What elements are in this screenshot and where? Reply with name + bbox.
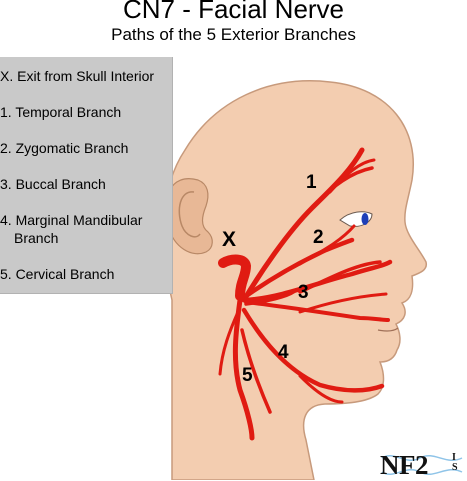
eye-iris xyxy=(361,213,369,225)
legend-item-temporal: 1. Temporal Branch xyxy=(0,104,122,120)
nerve-branch-cervical xyxy=(232,297,255,441)
legend-item-zygomatic: 2. Zygomatic Branch xyxy=(0,140,129,156)
branch-label-4: 4 xyxy=(278,342,289,363)
nerve-trunk xyxy=(218,254,251,301)
branch-legend: X. Exit from Skull Interior 1. Temporal … xyxy=(0,57,173,294)
nerve-branch-marginal-mandibular xyxy=(241,307,385,393)
mouth xyxy=(377,327,399,332)
logo-suffix-bottom: S xyxy=(452,462,458,473)
facial-nerve xyxy=(218,147,393,441)
legend-item-exit: X. Exit from Skull Interior xyxy=(0,68,155,84)
diagram-subtitle: Paths of the 5 Exterior Branches xyxy=(111,25,356,44)
branch-label-3: 3 xyxy=(298,282,309,303)
legend-item-cervical: 5. Cervical Branch xyxy=(0,266,115,282)
nerve-branch-temporal xyxy=(241,147,365,303)
branch-label-2: 2 xyxy=(313,227,324,248)
logo-text: NF2 xyxy=(380,450,429,480)
head-silhouette xyxy=(162,80,428,480)
legend-item-marginal-mandibular: 4. Marginal Mandibular Branch xyxy=(0,211,142,247)
diagram-title: CN7 - Facial Nerve xyxy=(122,0,345,24)
branch-label-1: 1 xyxy=(306,172,317,193)
legend-item-buccal: 3. Buccal Branch xyxy=(0,176,106,192)
ear-inner xyxy=(178,191,201,238)
legend-item-marginal-mandibular-line2: Branch xyxy=(14,230,59,246)
logo-suffix: I S xyxy=(452,453,460,473)
nerve-branch-buccal xyxy=(243,259,393,303)
logo-helix-icon xyxy=(381,455,463,475)
branch-label-5: 5 xyxy=(242,365,253,386)
exit-marker: X xyxy=(222,228,237,251)
legend-item-marginal-mandibular-line1: 4. Marginal Mandibular xyxy=(0,212,143,228)
nf2is-logo: NF2 I S xyxy=(380,450,464,480)
logo-suffix-top: I xyxy=(452,452,456,463)
